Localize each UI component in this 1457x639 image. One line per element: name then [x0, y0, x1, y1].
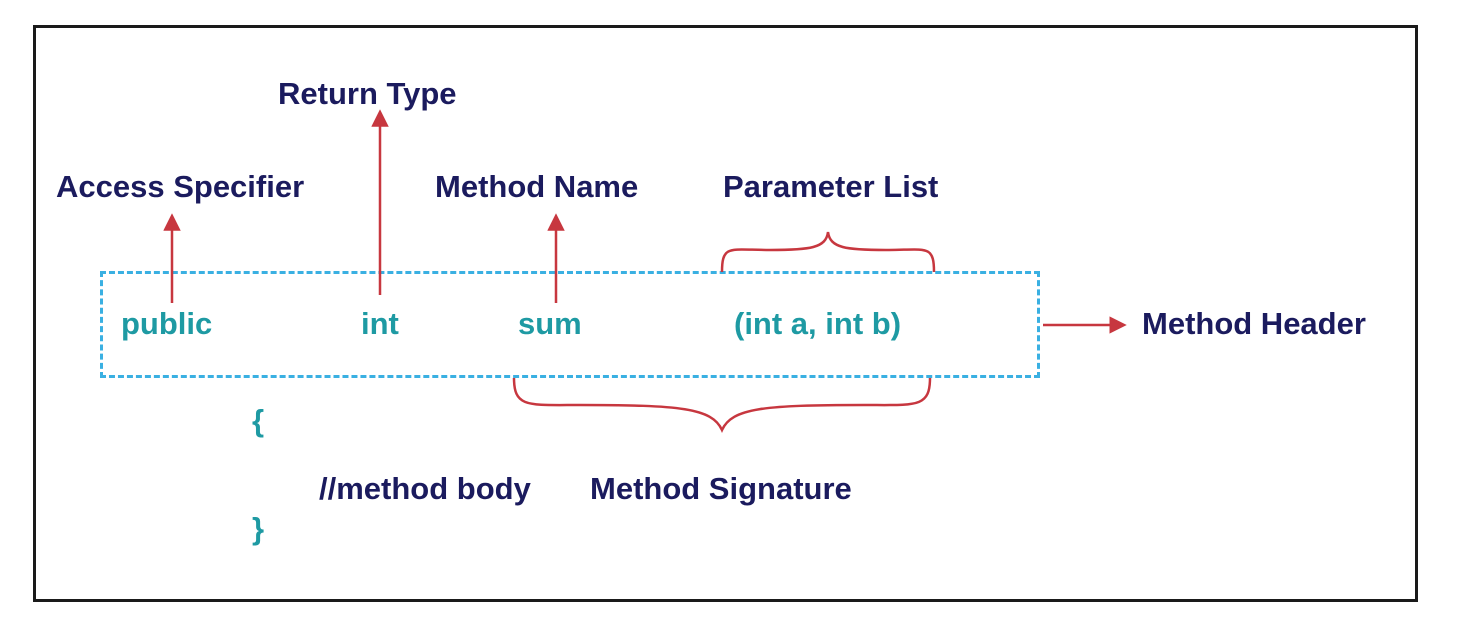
method-body-comment: //method body	[319, 471, 531, 506]
method-signature-label: Method Signature	[590, 471, 852, 506]
diagram-frame	[33, 25, 1418, 602]
parameter-list-label: Parameter List	[723, 169, 939, 204]
method-signature-brace	[512, 377, 932, 434]
return-type-label: Return Type	[278, 76, 457, 111]
code-parameter-list: (int a, int b)	[734, 306, 902, 341]
access-specifier-label: Access Specifier	[56, 169, 305, 204]
code-access-specifier: public	[121, 306, 213, 341]
code-return-type: int	[361, 306, 399, 341]
method-header-label: Method Header	[1142, 306, 1366, 341]
code-open-brace: {	[252, 403, 265, 438]
code-method-name: sum	[518, 306, 582, 341]
code-close-brace: }	[252, 511, 265, 546]
method-name-label: Method Name	[435, 169, 639, 204]
parameter-list-brace	[720, 231, 936, 273]
method-header-box	[100, 271, 1040, 378]
